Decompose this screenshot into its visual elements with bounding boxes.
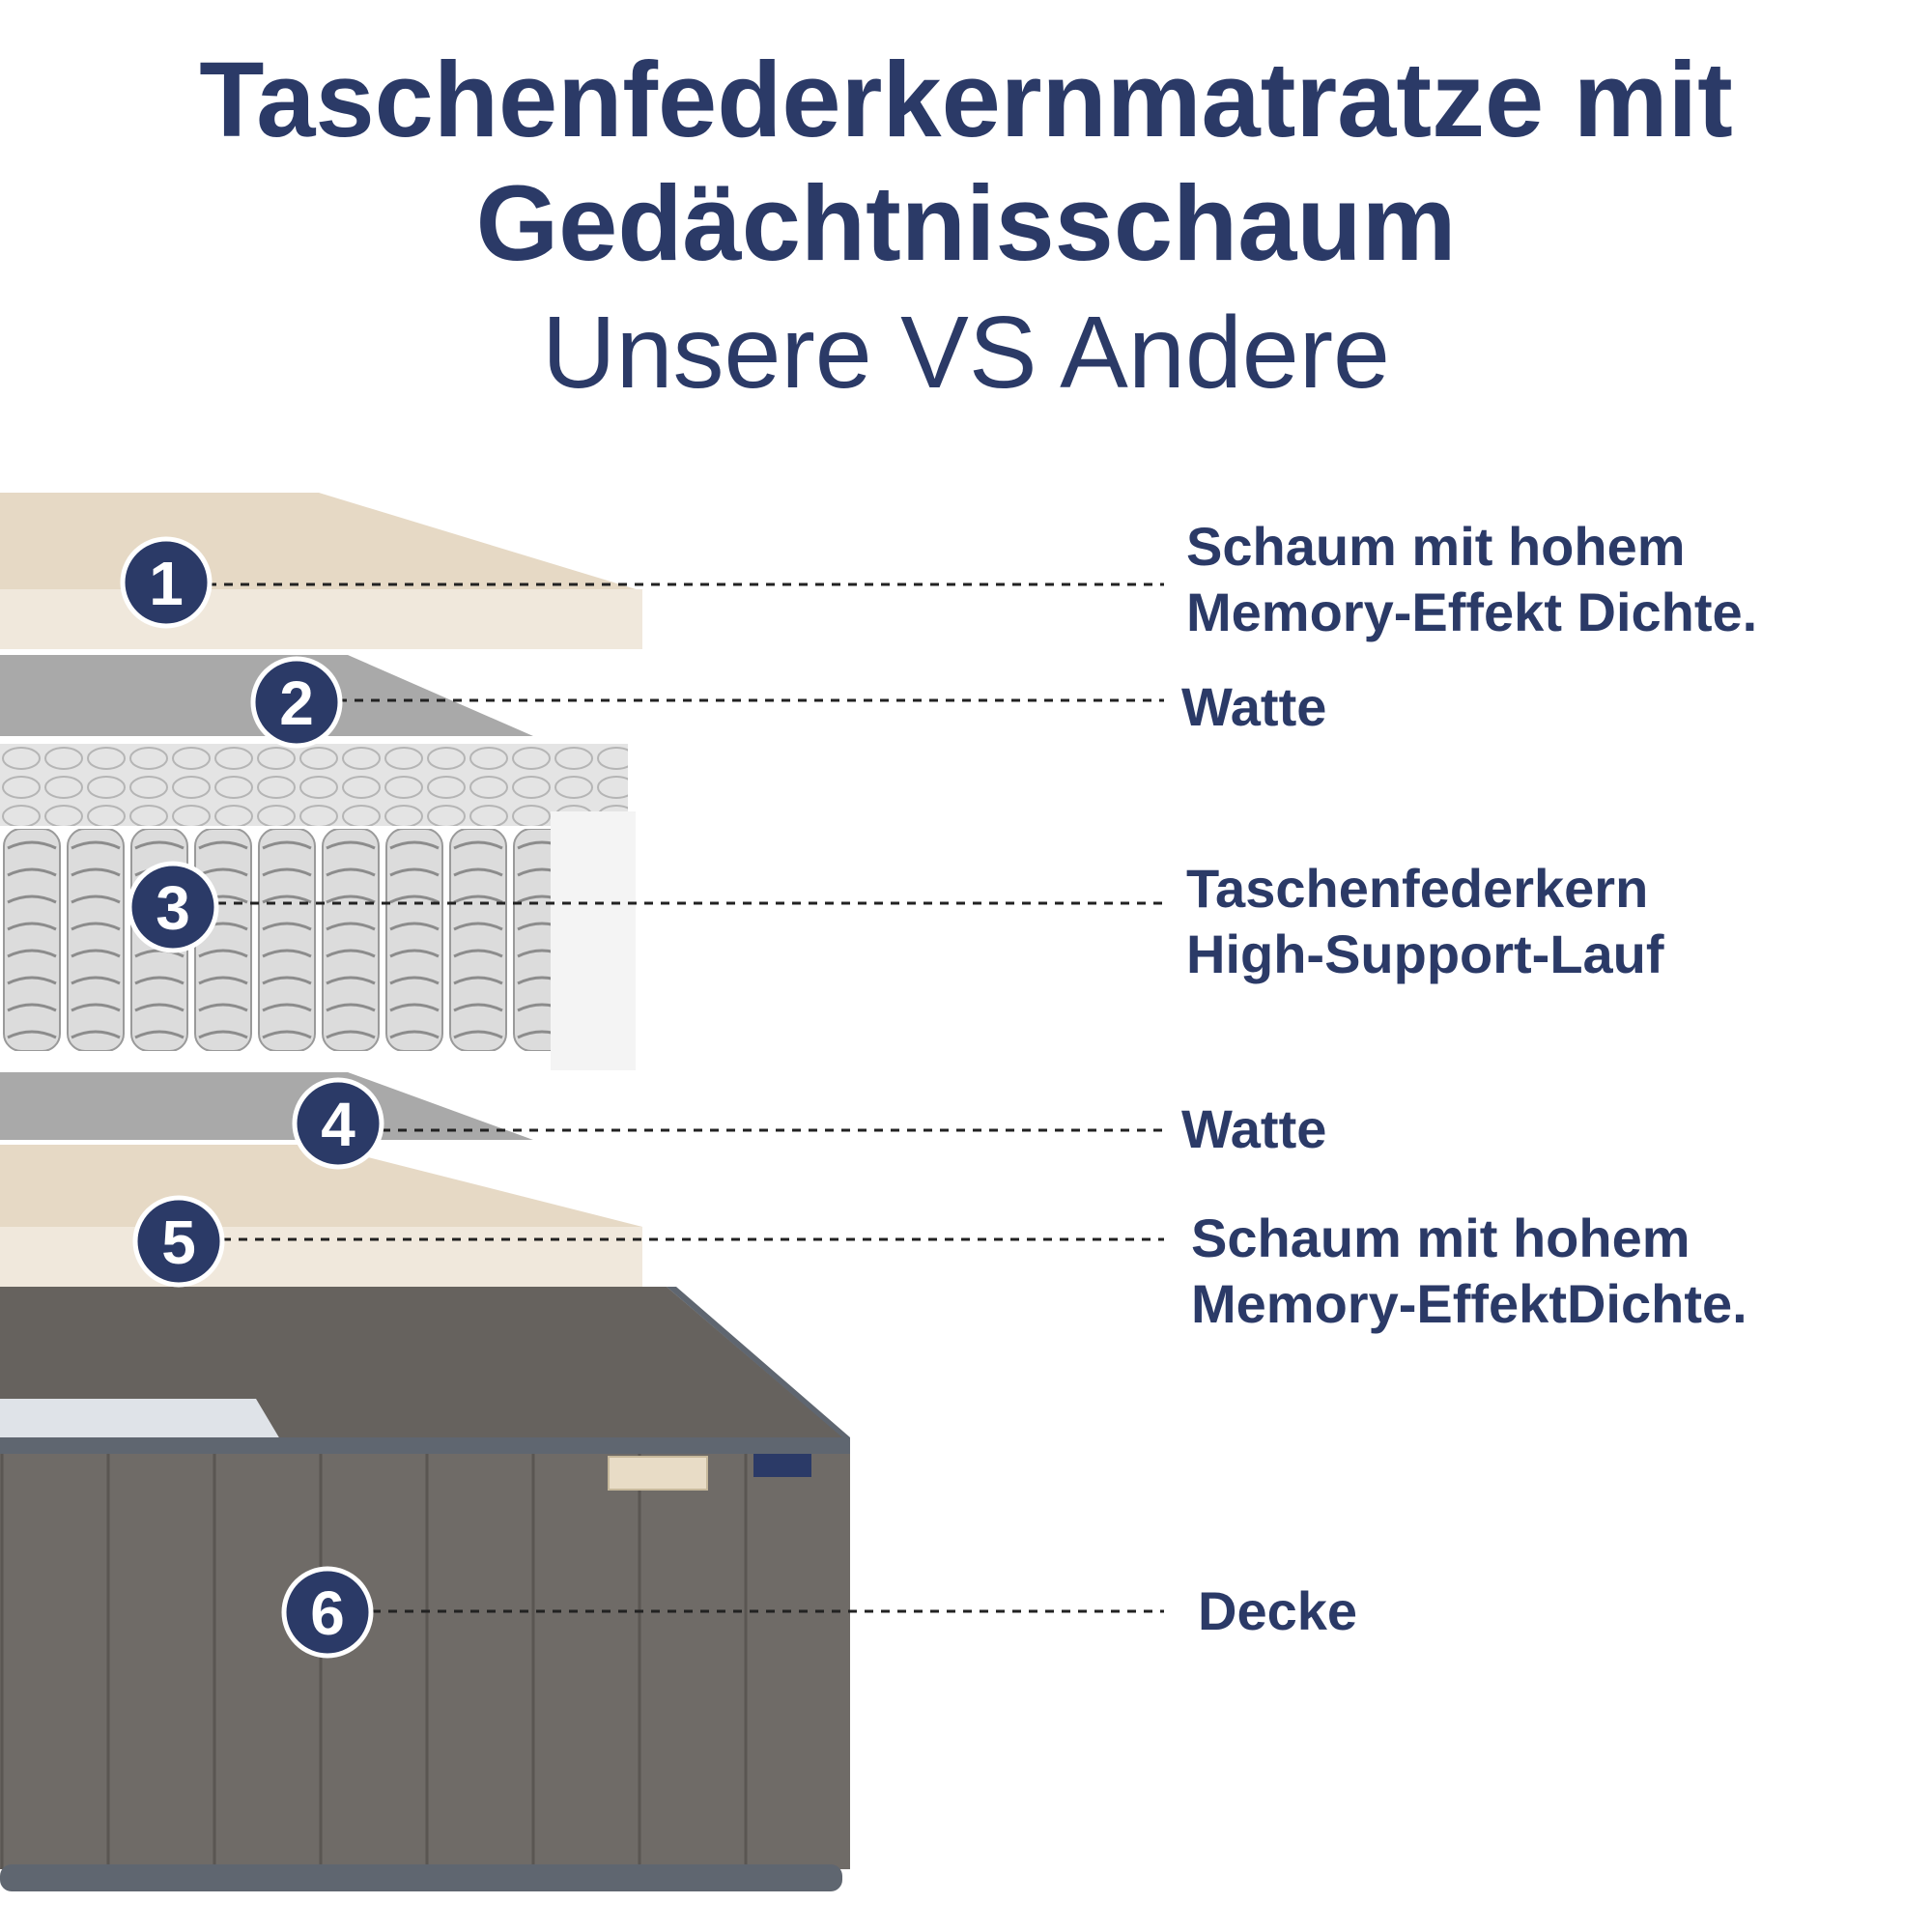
brand-tag <box>608 1456 708 1491</box>
marker-5-circle <box>132 1195 225 1288</box>
marker-2-circle <box>250 656 343 749</box>
layer-6-cover-side <box>0 1454 850 1869</box>
layer-6-cover-bottom-piping <box>0 1864 842 1891</box>
layer-6-label: Decke <box>1198 1578 1357 1644</box>
marker-6: 6 <box>281 1566 374 1659</box>
marker-4-number: 4 <box>321 1090 355 1159</box>
marker-5: 5 <box>132 1195 225 1288</box>
layer-6-label-line-1: Decke <box>1198 1580 1358 1641</box>
layer-3-label-line-1: Taschenfederkern <box>1186 858 1649 919</box>
layer-5-label-line-1: Schaum mit hohem <box>1191 1208 1690 1268</box>
title-line-1: Taschenfederkernmatratze mit <box>199 41 1733 159</box>
marker-3: 3 <box>127 861 219 953</box>
layer-3-label-line-2: High-Support-Lauf <box>1186 923 1664 984</box>
marker-2-number: 2 <box>279 668 314 738</box>
layer-2-label-line-1: Watte <box>1181 676 1327 737</box>
layer-5-foam-side <box>0 1227 642 1287</box>
layer-1-label-line-1: Schaum mit hohem <box>1186 516 1686 577</box>
layer-3-label: Taschenfederkern High-Support-Lauf <box>1186 856 1664 987</box>
page-subtitle: Unsere VS Andere <box>542 296 1390 410</box>
layer-6-cover-piping <box>0 1287 850 1457</box>
layer-1-foam-side <box>0 589 642 649</box>
layer-6-cover-inner <box>0 1399 280 1439</box>
layer-4-wadding <box>0 1072 533 1140</box>
marker-1: 1 <box>120 536 213 629</box>
layer-4-label: Watte <box>1181 1096 1326 1162</box>
marker-1-number: 1 <box>149 549 184 618</box>
layer-4-label-line-1: Watte <box>1181 1098 1327 1159</box>
marker-3-number: 3 <box>156 873 190 943</box>
layer-2-label: Watte <box>1181 674 1326 740</box>
layer-5-label: Schaum mit hohem Memory-EffektDichte. <box>1191 1206 1747 1337</box>
layer-3-spring-coils <box>0 829 551 1051</box>
marker-6-number: 6 <box>310 1578 345 1648</box>
marker-3-circle <box>127 861 219 953</box>
page-title: Taschenfederkernmatratze mit Gedächtniss… <box>0 39 1932 286</box>
size-tag <box>753 1454 811 1477</box>
marker-1-circle <box>120 536 213 629</box>
layer-5-label-line-2: Memory-EffektDichte. <box>1191 1273 1747 1334</box>
layer-3-spring-side-panel <box>551 811 636 1070</box>
marker-5-number: 5 <box>161 1208 196 1277</box>
leader-lines <box>208 582 1164 1613</box>
marker-6-circle <box>281 1566 374 1659</box>
layer-1-label-line-2: Memory-Effekt Dichte. <box>1186 582 1758 642</box>
marker-2: 2 <box>250 656 343 749</box>
layer-1-label: Schaum mit hohem Memory-Effekt Dichte. <box>1186 514 1757 645</box>
title-line-2: Gedächtnisschaum <box>475 164 1457 283</box>
marker-4: 4 <box>292 1077 384 1170</box>
marker-4-circle <box>292 1077 384 1170</box>
